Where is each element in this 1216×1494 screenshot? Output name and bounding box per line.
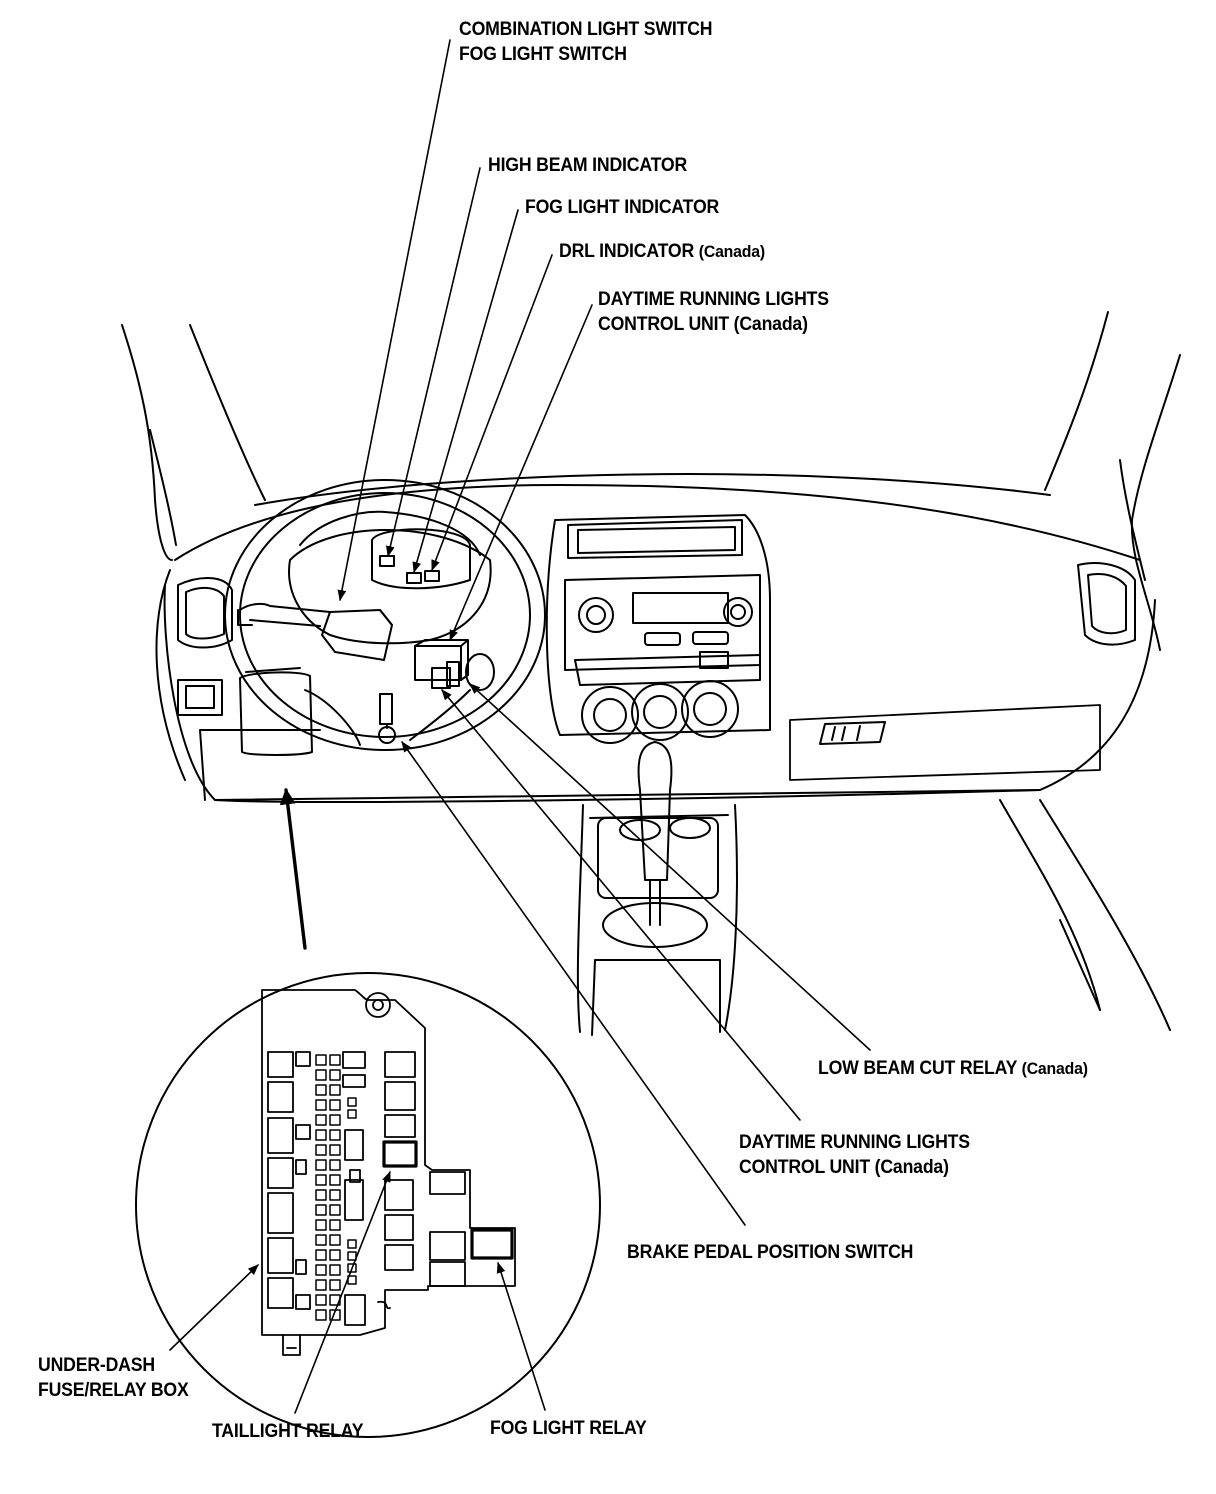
brake-switch-dash bbox=[378, 693, 396, 744]
label-drl-control-unit-bottom: DAYTIME RUNNING LIGHTS CONTROL UNIT (Can… bbox=[739, 1130, 970, 1180]
label-drl-indicator-main: DRL INDICATOR bbox=[559, 241, 695, 262]
label-drl-unit-bottom-line1: DAYTIME RUNNING LIGHTS bbox=[739, 1132, 970, 1153]
magnifier-circle bbox=[135, 972, 601, 1438]
label-drl-indicator-note: (Canada) bbox=[698, 242, 765, 261]
label-drl-unit-top-line1: DAYTIME RUNNING LIGHTS bbox=[598, 289, 829, 310]
magnifier-arrow bbox=[279, 788, 307, 950]
label-fuse-box-line1: UNDER-DASH bbox=[38, 1355, 155, 1376]
label-high-beam-indicator: HIGH BEAM INDICATOR bbox=[488, 155, 688, 176]
label-brake-pedal-switch: BRAKE PEDAL POSITION SWITCH bbox=[627, 1242, 914, 1263]
instrument-cluster bbox=[299, 510, 481, 590]
label-taillight-relay: TAILLIGHT RELAY bbox=[212, 1421, 364, 1442]
label-drl-unit-bottom-line2: CONTROL UNIT (Canada) bbox=[739, 1157, 949, 1178]
fuse-box-detail bbox=[261, 989, 516, 1356]
mini-fuse-slots bbox=[315, 1054, 357, 1321]
label-drl-unit-top-line2: CONTROL UNIT (Canada) bbox=[598, 314, 808, 335]
label-fog-switch-line2: FOG LIGHT SWITCH bbox=[459, 44, 627, 65]
label-drl-control-unit-top: DAYTIME RUNNING LIGHTS CONTROL UNIT (Can… bbox=[598, 287, 829, 337]
label-under-dash-fuse-box: UNDER-DASH FUSE/RELAY BOX bbox=[38, 1353, 189, 1403]
label-fog-light-relay: FOG LIGHT RELAY bbox=[490, 1418, 647, 1439]
left-a-pillar bbox=[121, 324, 266, 561]
dashboard-outline bbox=[155, 473, 1156, 803]
label-low-beam-main: LOW BEAM CUT RELAY bbox=[818, 1058, 1017, 1079]
drl-unit-dash bbox=[414, 639, 469, 689]
center-stack bbox=[545, 514, 771, 744]
label-low-beam-note: (Canada) bbox=[1021, 1059, 1088, 1078]
leader-lines bbox=[169, 39, 871, 1414]
center-console bbox=[576, 741, 1171, 1036]
label-combination-switch: COMBINATION LIGHT SWITCH FOG LIGHT SWITC… bbox=[459, 17, 713, 67]
label-combination-switch-line1: COMBINATION LIGHT SWITCH bbox=[459, 19, 713, 40]
label-fuse-box-line2: FUSE/RELAY BOX bbox=[38, 1380, 189, 1401]
combination-switch bbox=[237, 602, 393, 661]
right-a-pillar bbox=[1044, 311, 1181, 651]
label-low-beam-cut-relay: LOW BEAM CUT RELAY (Canada) bbox=[818, 1056, 1088, 1081]
label-drl-indicator: DRL INDICATOR (Canada) bbox=[559, 239, 765, 264]
fuse-box-dash bbox=[239, 667, 313, 756]
label-fog-light-indicator: FOG LIGHT INDICATOR bbox=[525, 197, 720, 218]
